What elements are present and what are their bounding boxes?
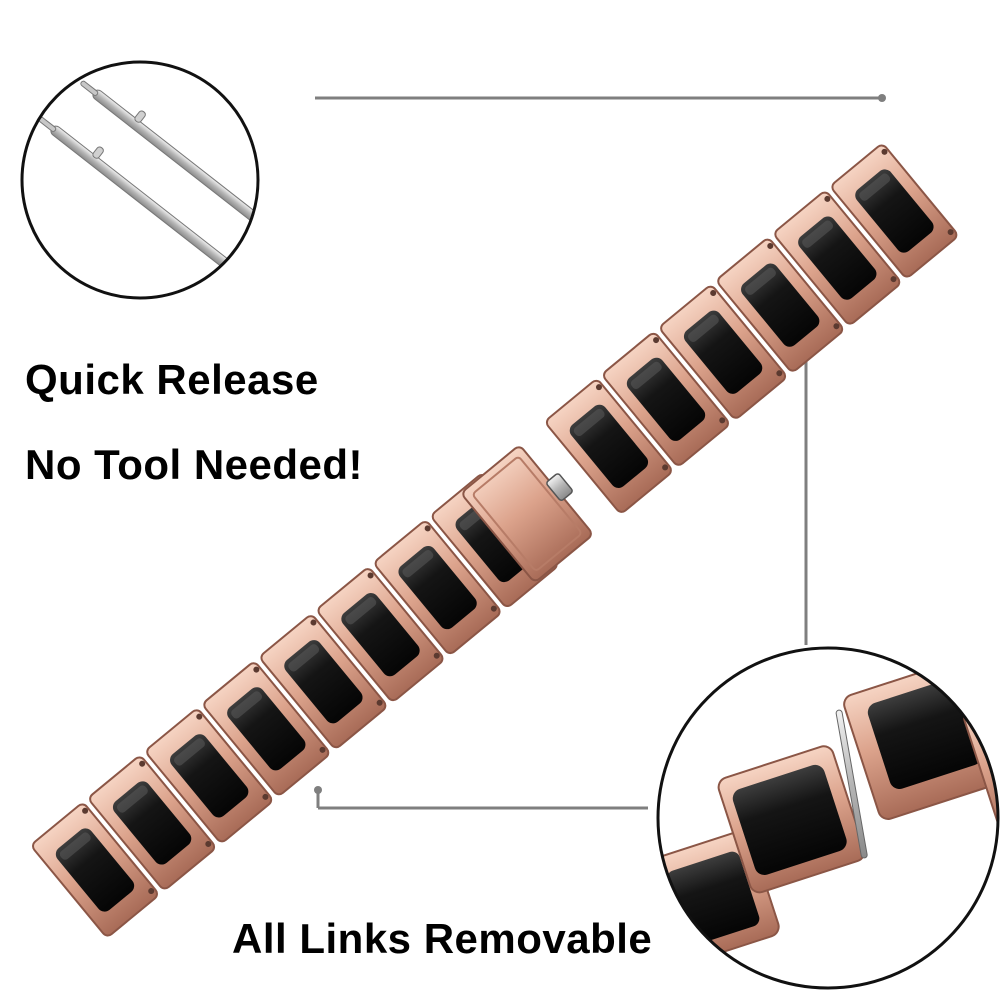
band-link: [660, 285, 787, 419]
band-link: [203, 662, 330, 796]
band-link: [146, 709, 273, 843]
band-link: [545, 379, 672, 513]
link-detail-callout-circle: [656, 646, 1000, 990]
pins-callout-circle: [20, 60, 260, 300]
band-link: [374, 521, 501, 655]
band-link: [717, 238, 844, 372]
butterfly-clasp-icon: [462, 446, 592, 582]
band-link: [32, 803, 158, 937]
band-link: [260, 615, 387, 749]
band-link: [774, 191, 901, 325]
quick-release-label: Quick Release: [25, 356, 319, 403]
band-link: [603, 332, 729, 466]
watch-band: [32, 144, 958, 937]
spring-bar-pins-icon: [38, 80, 258, 278]
band-link: [317, 568, 444, 702]
band-link: [831, 144, 958, 278]
band-link: [89, 756, 216, 890]
all-links-removable-label: All Links Removable: [232, 915, 653, 962]
no-tool-needed-label: No Tool Needed!: [25, 441, 364, 488]
